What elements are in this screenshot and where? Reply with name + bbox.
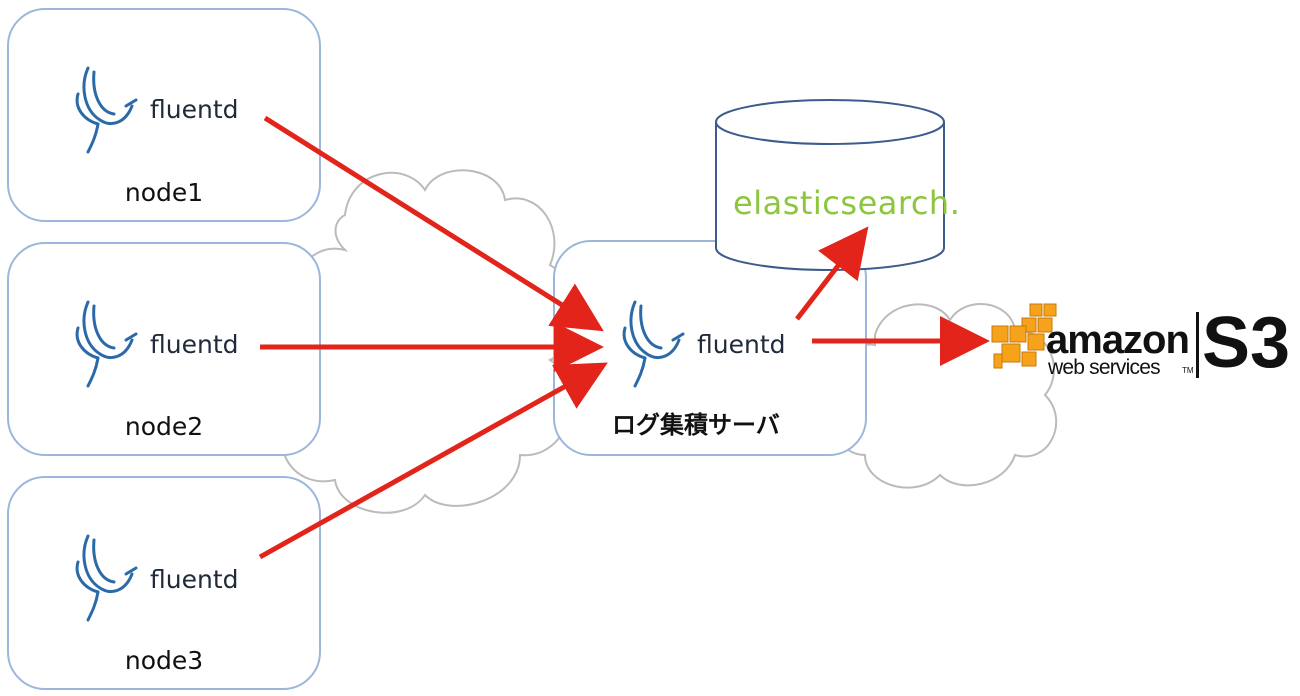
aws-s3-divider: [1196, 312, 1199, 378]
node-label: node2: [124, 412, 204, 441]
aws-trademark-text: TM: [1182, 366, 1194, 375]
node-label: node1: [124, 178, 204, 207]
fluentd-logo-text: fluentd: [150, 565, 239, 594]
elasticsearch-logo-text: elasticsearch.: [733, 184, 961, 222]
fluentd-logo-text: fluentd: [150, 95, 239, 124]
fluentd-bird-icon: [75, 534, 138, 622]
fluentd-bird-icon: [75, 66, 138, 154]
node-box-3: node3: [7, 476, 321, 690]
aggregator-server-label: ログ集積サーバ: [612, 411, 780, 439]
fluentd-bird-icon: [75, 300, 138, 388]
aws-amazon-text: amazon: [1046, 318, 1190, 362]
node-label: node3: [124, 646, 204, 675]
fluentd-bird-icon: [622, 300, 685, 388]
s3-service-text: S3: [1202, 303, 1291, 383]
fluentd-logo-text: fluentd: [150, 330, 239, 359]
aws-cubes-icon: [991, 303, 1057, 369]
fluentd-logo-text: fluentd: [697, 330, 786, 359]
aws-webservices-text: web services: [1048, 356, 1161, 379]
